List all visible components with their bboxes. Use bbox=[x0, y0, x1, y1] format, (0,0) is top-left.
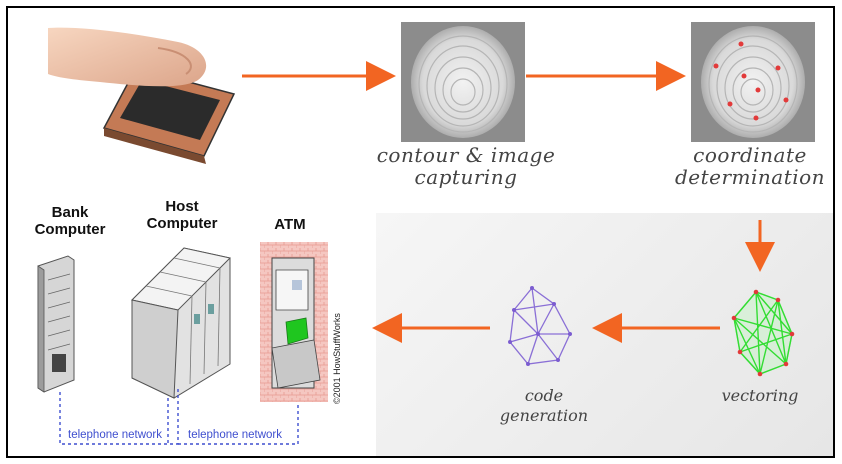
telephone-network-label-right: telephone network bbox=[188, 429, 282, 441]
host-label-line1: Host bbox=[165, 198, 199, 215]
caption-code-line2: generation bbox=[499, 406, 589, 425]
copyright-text: ©2001 HowStuffWorks bbox=[332, 313, 342, 404]
caption-capture-line1: contour & image bbox=[376, 143, 556, 167]
host-computer-image bbox=[130, 247, 232, 399]
finger-image bbox=[48, 27, 207, 87]
code-generation-mesh bbox=[508, 286, 572, 366]
vectoring-mesh bbox=[731, 289, 795, 377]
caption-vectoring: vectoring bbox=[721, 386, 799, 405]
atm-image bbox=[260, 242, 328, 402]
caption-capture-line2: capturing bbox=[414, 165, 518, 189]
bank-label-line1: Bank bbox=[51, 204, 89, 221]
telephone-network-lines bbox=[59, 388, 299, 445]
bank-computer-label: Bank Computer bbox=[30, 204, 110, 238]
diagram-canvas bbox=[37, 22, 815, 445]
telephone-network-label-left: telephone network bbox=[68, 429, 162, 441]
bank-computer-image bbox=[37, 255, 75, 393]
minutiae-points bbox=[713, 41, 789, 121]
caption-coordinate: coordinate determination bbox=[668, 144, 832, 188]
caption-coordinate-line2: determination bbox=[674, 165, 826, 189]
fingerprint-capture-image bbox=[401, 22, 525, 142]
fingerprint-coordinate-image bbox=[691, 22, 815, 142]
atm-label: ATM bbox=[274, 216, 306, 233]
caption-coordinate-line1: coordinate bbox=[693, 143, 807, 167]
caption-code-line1: code bbox=[524, 386, 564, 405]
host-label-line2: Computer bbox=[146, 215, 218, 232]
caption-capture: contour & image capturing bbox=[368, 144, 564, 188]
bank-label-line2: Computer bbox=[34, 221, 106, 238]
caption-code: code generation bbox=[492, 386, 596, 426]
fingerprint-scanner-image bbox=[48, 27, 236, 164]
host-computer-label: Host Computer bbox=[140, 198, 224, 232]
diagram-frame: contour & image capturing coordinate det… bbox=[6, 6, 835, 458]
